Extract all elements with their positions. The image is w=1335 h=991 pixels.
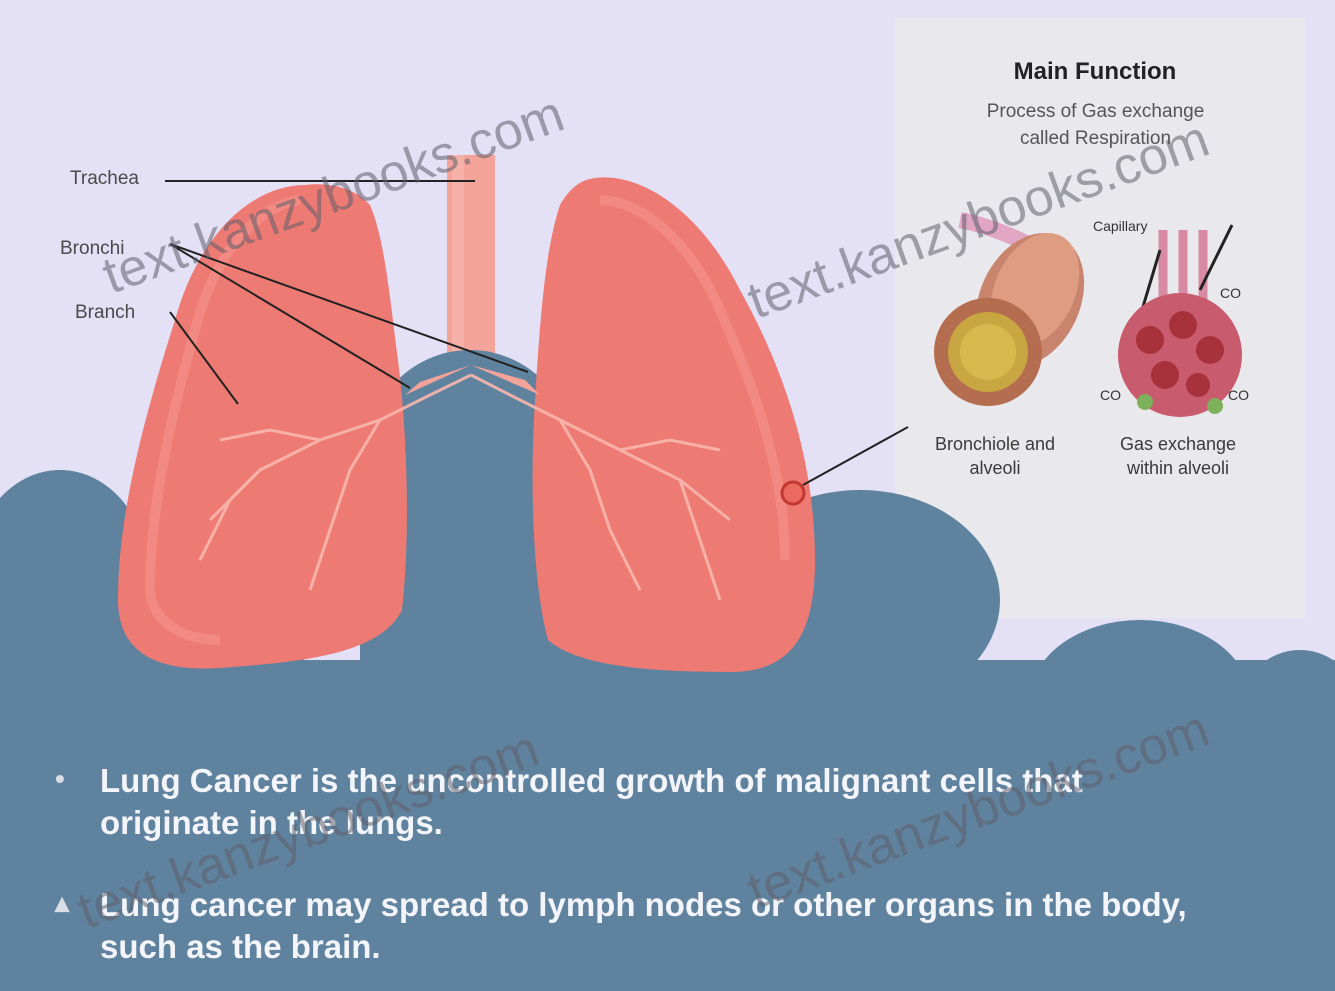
bullet-2-line1: Lung cancer may spread to lymph nodes or… [100,884,1295,926]
bronchiole-caption-line2: alveoli [915,456,1075,480]
tumor-marker [782,482,804,504]
bullet-item: ▴ Lung cancer may spread to lymph nodes … [55,884,1295,968]
bullet-triangle-icon: ▴ [55,882,69,924]
bullet-2-line2: such as the brain. [100,926,1295,968]
bullet-1-line1: Lung Cancer is the uncontrolled growth o… [100,760,1295,802]
bullet-item: • Lung Cancer is the uncontrolled growth… [55,760,1295,844]
inset-title: Main Function [960,58,1230,86]
inset-subtitle-line1: Process of Gas exchange [958,98,1233,125]
gas-exchange-caption: Gas exchange within alveoli [1098,432,1258,480]
bronchiole-caption-line1: Bronchiole and [915,432,1075,456]
bronchi-label: Bronchi [60,238,124,260]
co2-label-left: CO [1100,387,1121,403]
bullet-dot-icon: • [55,758,65,800]
inset-subtitle: Process of Gas exchange called Respirati… [958,98,1233,152]
co2-label-right: CO [1228,387,1249,403]
gas-exchange-caption-line2: within alveoli [1098,456,1258,480]
bronchiole-caption: Bronchiole and alveoli [915,432,1075,480]
bullet-1-line2: originate in the lungs. [100,802,1295,844]
inset-subtitle-line2: called Respiration [958,125,1233,152]
capillary-label: Capillary [1093,218,1147,234]
co2-label-top: CO [1220,285,1241,301]
bullet-list: • Lung Cancer is the uncontrolled growth… [55,760,1295,991]
branch-label: Branch [75,302,135,324]
gas-exchange-caption-line1: Gas exchange [1098,432,1258,456]
trachea-label: Trachea [70,168,139,190]
